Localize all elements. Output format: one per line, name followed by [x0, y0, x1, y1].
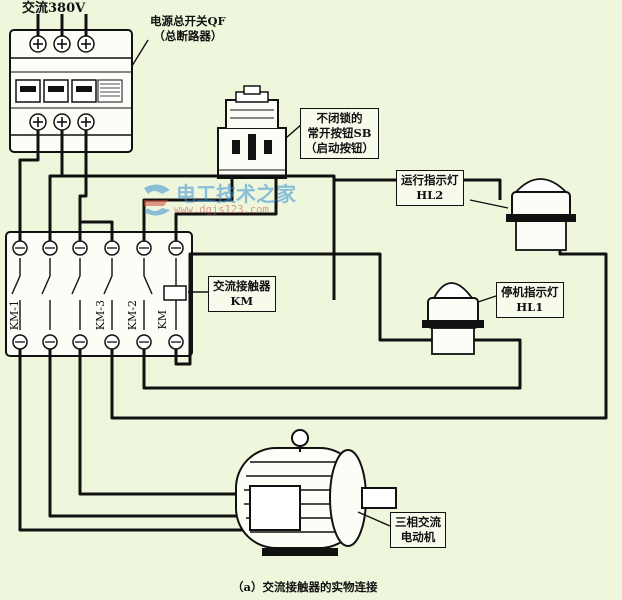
contact-label-km2: KM-2: [126, 300, 139, 331]
contact-label-km3: KM-3: [94, 300, 107, 331]
qf-label-line2: （总断路器）: [153, 29, 223, 43]
figure-caption: （a）交流接触器的实物连接: [232, 580, 378, 594]
sb-label-line2: 常开按钮SB: [307, 126, 372, 140]
sb-label-line1: 不闭锁的: [316, 111, 363, 125]
hl2-label-line1: 运行指示灯: [401, 173, 459, 187]
contact-label-km: KM: [156, 310, 169, 330]
hl1-label-line2: HL1: [516, 300, 544, 314]
hl1-label: 停机指示灯 HL1: [496, 282, 564, 318]
hl2-label: 运行指示灯 HL2: [396, 170, 464, 206]
qf-label: 电源总开关QF （总断路器）: [146, 12, 230, 46]
label-pointers: [131, 39, 509, 527]
motor-label-line1: 三相交流: [395, 515, 441, 529]
start-button-sb: [217, 85, 287, 179]
circuit-breaker-qf: [9, 14, 133, 153]
run-indicator-lamp-hl2: [506, 178, 576, 251]
km-label-line2: KM: [230, 294, 254, 308]
km-label-line1: 交流接触器: [213, 279, 271, 293]
hl2-label-line2: HL2: [416, 188, 444, 202]
hl1-label-line1: 停机指示灯: [501, 285, 559, 299]
km-label: 交流接触器 KM: [208, 276, 276, 312]
contactor-km: [5, 231, 193, 357]
motor-label-line2: 电动机: [400, 530, 436, 544]
supply-voltage-label: 交流380V: [22, 1, 86, 16]
motor-label: 三相交流 电动机: [390, 512, 446, 548]
three-phase-motor: [235, 429, 397, 556]
sb-label: 不闭锁的 常开按钮SB （启动按钮）: [300, 108, 379, 159]
contact-label-km1: KM-1: [8, 300, 21, 331]
sb-label-line3: （启动按钮）: [305, 141, 374, 155]
wires: [18, 130, 608, 532]
stop-indicator-lamp-hl1: [422, 282, 484, 355]
qf-label-line1: 电源总开关QF: [150, 14, 226, 28]
